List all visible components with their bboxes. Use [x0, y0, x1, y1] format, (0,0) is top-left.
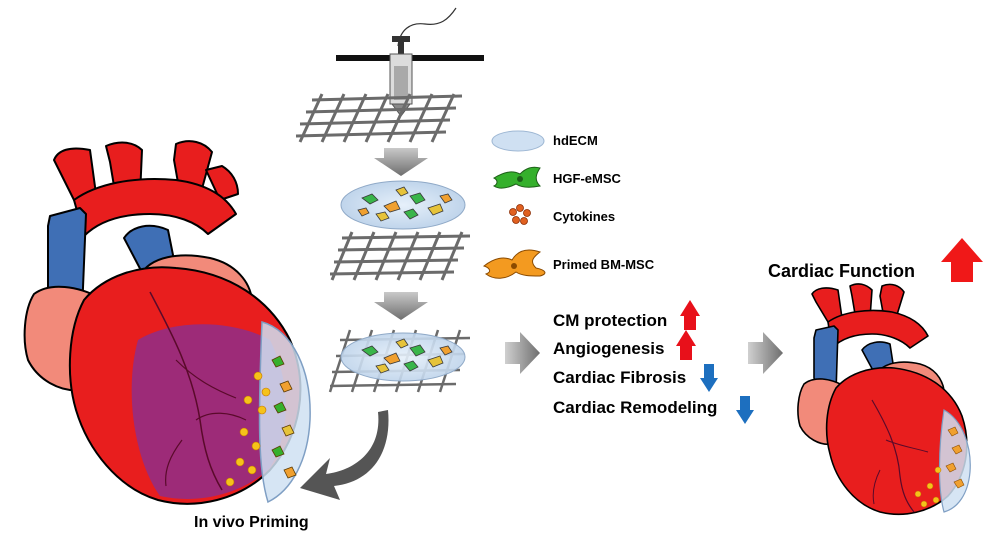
legend-cytokines-label: Cytokines [553, 209, 616, 224]
cell-laden-layer-1 [340, 180, 466, 230]
repaired-heart-small [797, 283, 968, 516]
printed-scaffold-grid [295, 93, 463, 143]
legend-hgf-emsc-label: HGF-eMSC [553, 171, 621, 186]
cardiac-fibrosis-down-arrow [700, 364, 718, 392]
cm-protection-up-arrow [680, 300, 700, 330]
legend [482, 130, 546, 279]
implanted-patch-small [914, 409, 971, 513]
legend-cytokines-swatch [509, 204, 531, 225]
process-arrow-right-1 [505, 332, 540, 374]
infarcted-heart-large [23, 140, 302, 505]
cardiac-function-up-arrow [941, 238, 983, 282]
legend-hdecm-swatch [491, 130, 545, 152]
legend-hgf-emsc-swatch [492, 166, 542, 189]
cardiac-function-label: Cardiac Function [768, 261, 916, 281]
effect-cardiac-remodeling: Cardiac Remodeling [553, 398, 718, 417]
effect-cardiac-fibrosis: Cardiac Fibrosis [553, 368, 687, 387]
process-arrow-down-1 [374, 148, 428, 176]
effect-angiogenesis: Angiogenesis [553, 339, 665, 358]
legend-hdecm-label: hdECM [553, 133, 598, 148]
cardiac-patch [328, 329, 471, 393]
process-arrow-down-2 [374, 292, 428, 320]
scaffold-grid-2 [329, 231, 471, 281]
angiogenesis-up-arrow [676, 330, 696, 360]
implanted-patch-large [225, 321, 311, 504]
implant-curved-arrow [300, 410, 389, 500]
process-arrow-right-2 [748, 332, 783, 374]
in-vivo-priming-label: In vivo Priming [194, 514, 309, 531]
cardiac-remodeling-down-arrow [736, 396, 754, 424]
bioprinter-icon [336, 7, 484, 117]
effect-cm-protection: CM protection [553, 311, 668, 330]
effect-arrows [676, 300, 754, 424]
legend-primed-bm-msc-label: Primed BM-MSC [553, 257, 655, 272]
